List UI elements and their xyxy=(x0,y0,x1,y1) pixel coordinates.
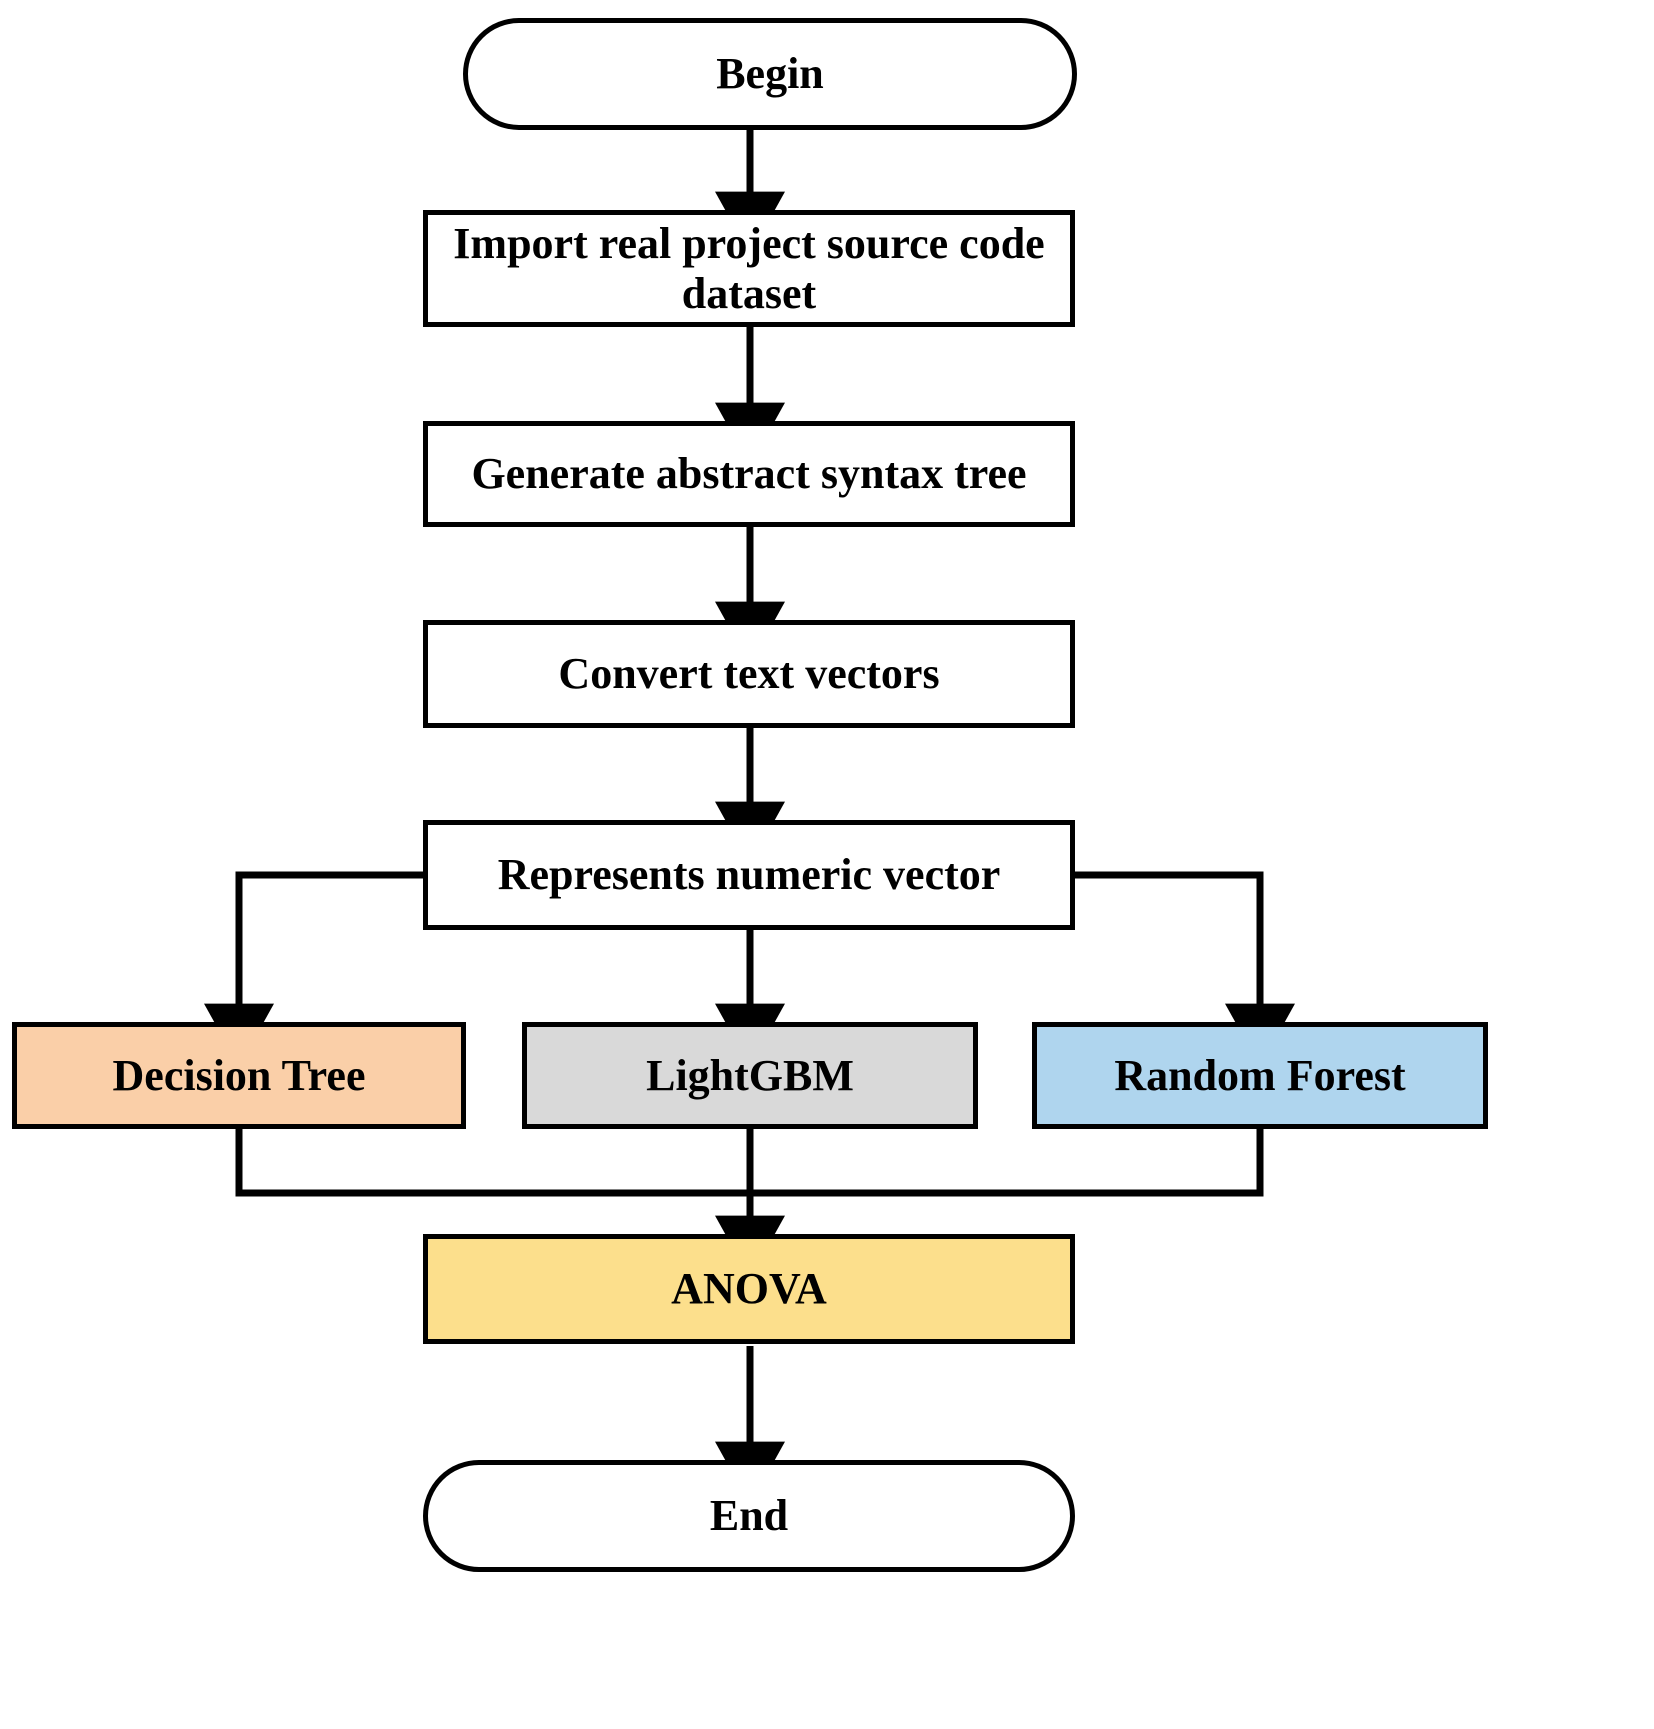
edge-random-forest-to-merge xyxy=(750,1129,1264,1197)
node-anova[interactable]: ANOVA xyxy=(423,1234,1075,1344)
node-convert-text-vectors[interactable]: Convert text vectors xyxy=(423,620,1075,728)
node-begin-label: Begin xyxy=(716,49,824,99)
node-represents-numeric-vector-label: Represents numeric vector xyxy=(497,850,1001,900)
node-end[interactable]: End xyxy=(423,1460,1075,1572)
node-random-forest[interactable]: Random Forest xyxy=(1032,1022,1488,1129)
node-end-label: End xyxy=(709,1491,789,1541)
edge-numeric-to-decision-tree xyxy=(204,871,423,1067)
node-import-dataset[interactable]: Import real project source code dataset xyxy=(423,210,1075,327)
node-decision-tree-label: Decision Tree xyxy=(112,1050,366,1100)
node-generate-ast[interactable]: Generate abstract syntax tree xyxy=(423,421,1075,527)
node-random-forest-label: Random Forest xyxy=(1114,1050,1406,1100)
node-generate-ast-label: Generate abstract syntax tree xyxy=(471,449,1027,499)
node-convert-text-vectors-label: Convert text vectors xyxy=(558,649,940,699)
node-lightgbm-label: LightGBM xyxy=(646,1050,854,1100)
node-begin[interactable]: Begin xyxy=(463,18,1077,130)
edge-decision-tree-to-merge xyxy=(235,1129,750,1197)
node-import-dataset-label: Import real project source code dataset xyxy=(453,219,1045,318)
node-anova-label: ANOVA xyxy=(671,1264,827,1314)
node-decision-tree[interactable]: Decision Tree xyxy=(12,1022,466,1129)
node-lightgbm[interactable]: LightGBM xyxy=(522,1022,978,1129)
edge-numeric-to-random-forest xyxy=(1075,871,1295,1067)
node-represents-numeric-vector[interactable]: Represents numeric vector xyxy=(423,820,1075,930)
